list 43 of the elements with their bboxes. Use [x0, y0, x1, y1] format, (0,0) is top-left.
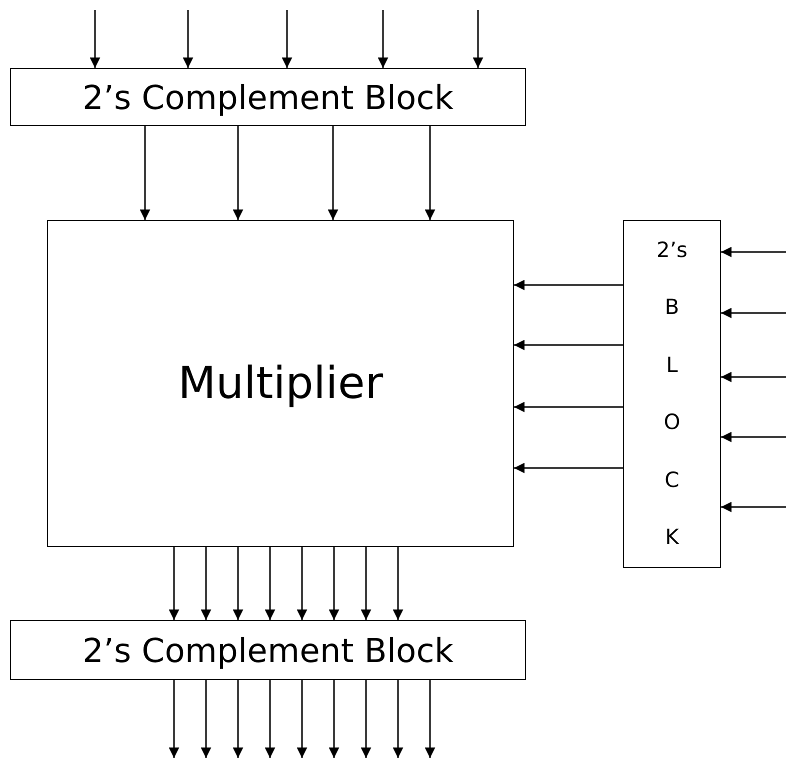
arrow [168, 680, 180, 758]
block-label: 2’s B L O C K [656, 236, 688, 551]
arrow [264, 680, 276, 758]
arrow [90, 10, 100, 68]
arrow [514, 340, 623, 350]
arrow [232, 680, 244, 758]
arrow [378, 10, 388, 68]
arrow [392, 547, 404, 620]
block-label: Multiplier [178, 358, 384, 409]
arrow [424, 680, 436, 758]
arrow [282, 10, 292, 68]
arrow [360, 547, 372, 620]
block-label: 2’s Complement Block [82, 630, 454, 670]
arrow [721, 308, 786, 318]
arrow [296, 680, 308, 758]
block-box [47, 220, 514, 547]
arrow [514, 402, 623, 412]
block-box [10, 620, 526, 680]
arrow [514, 462, 623, 474]
arrow [472, 10, 484, 68]
arrow [200, 547, 212, 620]
arrow [140, 126, 150, 220]
arrow [328, 126, 338, 220]
arrow [360, 680, 372, 758]
arrow [182, 10, 194, 68]
arrow [232, 547, 244, 620]
arrow [514, 280, 623, 290]
arrow [721, 502, 786, 512]
arrow [721, 372, 786, 382]
block-label: 2’s Complement Block [82, 78, 454, 116]
arrow [168, 547, 180, 620]
arrow [721, 432, 786, 442]
block-box [10, 68, 526, 126]
arrow [232, 126, 244, 220]
arrow [392, 680, 404, 758]
arrow [296, 547, 308, 620]
arrow [424, 126, 436, 220]
arrow [264, 547, 276, 620]
arrow [328, 547, 340, 620]
arrow [721, 246, 786, 258]
arrow [200, 680, 212, 758]
block-box [623, 220, 721, 568]
arrow [328, 680, 340, 758]
